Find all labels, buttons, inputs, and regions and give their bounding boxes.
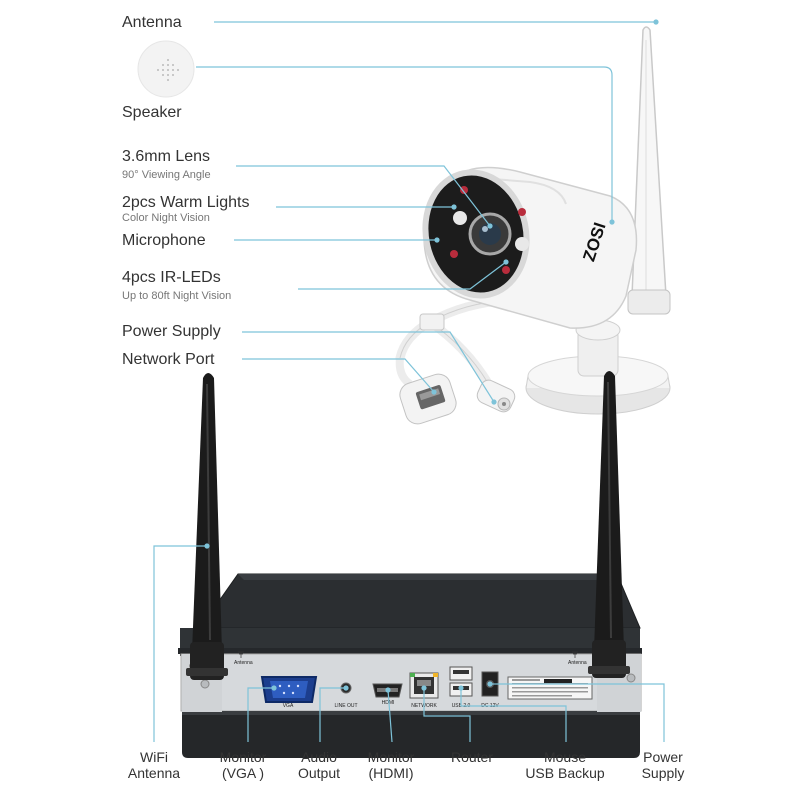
callout-warm-lights-title: 2pcs Warm Lights xyxy=(122,194,250,211)
leader-power xyxy=(490,683,665,742)
leader-usb xyxy=(460,688,567,742)
power-supply-connector xyxy=(476,379,516,413)
callout-ir-leds-subtitle: Up to 80ft Night Vision xyxy=(122,290,232,302)
leader-ir-leds xyxy=(298,261,507,290)
leader-lens xyxy=(236,165,491,227)
svg-text:HDMI: HDMI xyxy=(382,700,395,706)
callout-power-supply: Power Supply xyxy=(122,323,221,340)
leader-lines xyxy=(153,19,665,743)
label-router: Router xyxy=(450,749,494,765)
leader-wifi-antenna xyxy=(153,545,207,742)
svg-text:VGA: VGA xyxy=(283,703,294,709)
network-port-connector xyxy=(399,373,457,425)
callout-network-port: Network Port xyxy=(122,351,215,368)
svg-text:LINE OUT: LINE OUT xyxy=(334,703,357,709)
vga-port xyxy=(260,676,318,703)
leader-vga xyxy=(247,687,274,742)
speaker-icon xyxy=(137,40,195,98)
camera-body: ZOSI xyxy=(422,166,638,329)
leader-speaker xyxy=(196,66,613,222)
caution-label: CAUTION xyxy=(507,676,593,700)
leader-audio xyxy=(319,687,346,742)
camera-cables xyxy=(395,295,525,395)
leader-power-supply xyxy=(242,331,495,403)
svg-text:CAUTION: CAUTION xyxy=(546,679,569,685)
svg-text:Antenna: Antenna xyxy=(568,660,587,666)
camera-mount xyxy=(525,319,671,415)
leader-router xyxy=(423,688,471,742)
leader-hdmi xyxy=(387,689,393,743)
nvr-antenna-left xyxy=(186,373,228,680)
callout-ir-leds-title: 4pcs IR-LEDs xyxy=(122,269,221,286)
callout-lens-subtitle: 90° Viewing Angle xyxy=(122,169,211,181)
camera-antenna xyxy=(627,26,671,315)
label-monitor-vga: Monitor(VGA ) xyxy=(219,749,267,781)
callout-speaker: Speaker xyxy=(122,104,182,121)
callout-antenna: Antenna xyxy=(122,14,182,31)
nvr-antenna-right xyxy=(588,371,630,678)
callout-microphone: Microphone xyxy=(122,232,206,249)
callout-warm-lights-subtitle: Color Night Vision xyxy=(122,212,210,224)
svg-text:Antenna: Antenna xyxy=(234,660,253,666)
leader-network-port xyxy=(242,358,435,393)
callout-lens-title: 3.6mm Lens xyxy=(122,148,211,165)
label-monitor-hdmi: Monitor(HDMI) xyxy=(367,749,415,781)
